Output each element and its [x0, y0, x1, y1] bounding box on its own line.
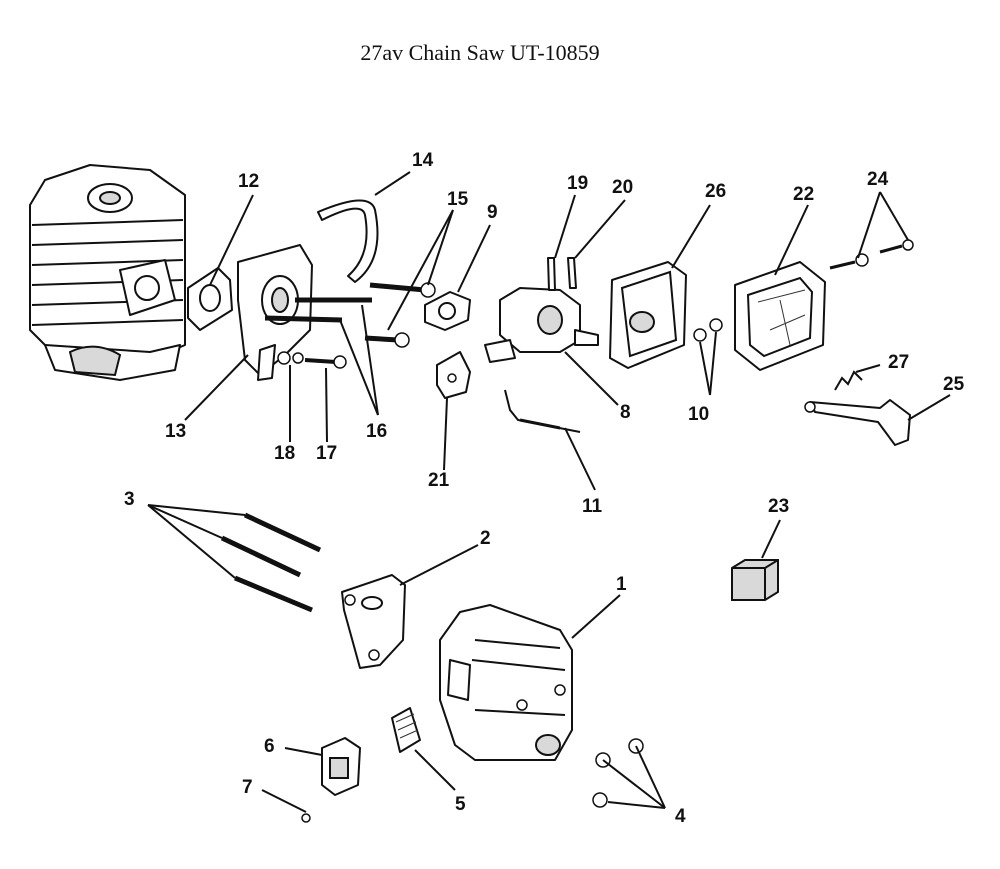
- throttle-part-21: [436, 351, 471, 399]
- fuel-line-14: [317, 199, 379, 283]
- callout-11: 11: [582, 496, 603, 517]
- callout-22: 22: [793, 184, 814, 205]
- muffler-1: [439, 604, 573, 761]
- leader-lines: [147, 171, 951, 813]
- callout-12: 12: [238, 171, 259, 192]
- callout-18: 18: [274, 443, 295, 464]
- gasket-12: [187, 267, 233, 331]
- callout-2: 2: [480, 528, 491, 549]
- fuel-hoses-19-20: [547, 257, 577, 291]
- callout-26: 26: [705, 181, 726, 202]
- callout-25: 25: [943, 374, 965, 395]
- callout-13: 13: [165, 421, 186, 442]
- bolts-15: [364, 282, 436, 348]
- air-filter-22: [734, 261, 826, 371]
- gasket-9: [424, 291, 471, 331]
- callout-7: 7: [242, 777, 253, 798]
- callout-17: 17: [316, 443, 337, 464]
- callout-24: 24: [867, 169, 889, 190]
- callout-16: 16: [366, 421, 387, 442]
- callout-21: 21: [428, 470, 450, 491]
- nuts-4: [592, 738, 644, 808]
- callout-1: 1: [616, 574, 627, 595]
- lever-25: [804, 399, 911, 446]
- gasket-2: [341, 574, 406, 669]
- callout-4: 4: [675, 806, 686, 827]
- carburetor-8: [484, 287, 599, 363]
- callout-6: 6: [264, 736, 275, 757]
- cylinder: [29, 164, 186, 381]
- diagram-title: 27av Chain Saw UT-10859: [360, 40, 600, 65]
- nuts-10: [693, 318, 723, 342]
- screw-17: [304, 355, 347, 369]
- sponge-23: [731, 559, 779, 601]
- screws-24: [829, 239, 914, 270]
- bolts-16: [264, 297, 372, 323]
- screen-5: [391, 707, 421, 753]
- spring-27: [834, 370, 863, 391]
- link-11: [504, 389, 581, 433]
- long-bolts-3: [220, 512, 322, 613]
- deflector-6: [321, 737, 361, 796]
- callout-20: 20: [612, 177, 633, 198]
- washer-18: [277, 351, 304, 365]
- callout-15: 15: [447, 189, 469, 210]
- callout-23: 23: [768, 496, 789, 517]
- callout-9: 9: [487, 202, 498, 223]
- screw-7: [301, 813, 311, 823]
- callout-19: 19: [567, 173, 588, 194]
- callout-8: 8: [620, 402, 631, 423]
- callout-27: 27: [888, 352, 909, 373]
- callout-3: 3: [124, 489, 135, 510]
- callout-5: 5: [455, 794, 466, 815]
- callout-10: 10: [688, 404, 709, 425]
- intake-adapter-13: [237, 244, 313, 381]
- plate-26: [609, 261, 687, 369]
- callout-14: 14: [412, 150, 434, 171]
